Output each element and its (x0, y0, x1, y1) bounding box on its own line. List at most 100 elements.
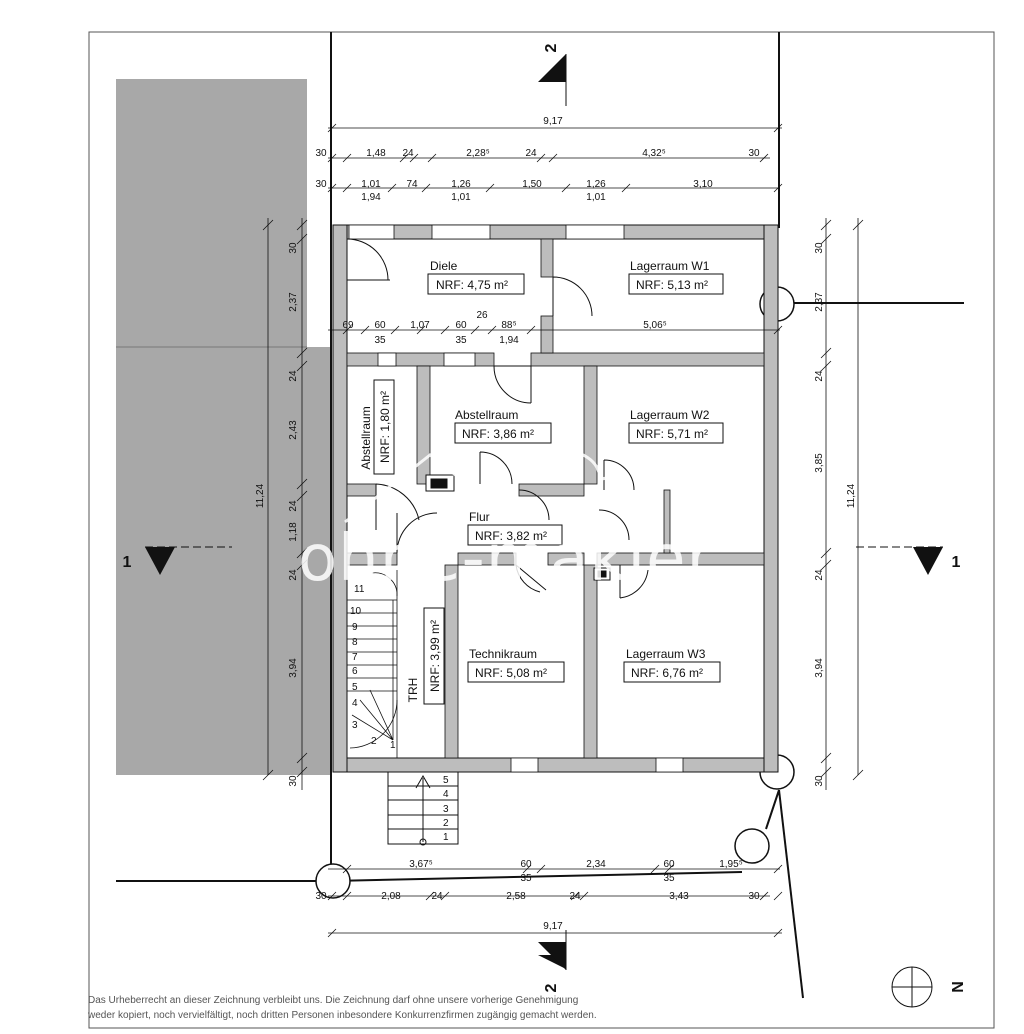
room-area-lager-w1: NRF: 5,13 m² (636, 278, 708, 292)
dim-top-r1-5: 4,32⁵ (642, 148, 666, 159)
dimension-tick (773, 325, 783, 335)
dim-top-r1-1: 1,48 (366, 148, 386, 159)
area-box-abstell (454, 422, 552, 444)
room-name-technik: Technikraum (469, 647, 537, 661)
inner-step-number: 6 (352, 666, 358, 677)
section-markers: 2 2 1 1 (123, 43, 961, 992)
dimension-tick (296, 490, 308, 502)
dimension-tick (296, 347, 308, 359)
dim-total-top: 9,17 (543, 116, 563, 127)
dim-top-r1-6: 30 (748, 148, 760, 159)
property-lines (116, 32, 964, 999)
room-labels: Diele NRF: 4,75 m² Lagerraum W1 NRF: 5,1… (359, 259, 724, 705)
inner-step-number: 2 (371, 736, 377, 747)
dimension-tick (773, 864, 783, 874)
dim-bot-r2-6: 30 (748, 891, 760, 902)
copyright-line-2: weder kopiert, noch vervielfältigt, noch… (88, 1010, 597, 1021)
dim-right-seg-6: 30 (814, 775, 825, 787)
room-area-lager-w2: NRF: 5,71 m² (636, 427, 708, 441)
dim-right: 11,24 30 2,37 24 3,85 24 3,94 30 (814, 242, 857, 787)
dimension-tick (296, 547, 308, 559)
outer-step-number: 1 (443, 832, 449, 843)
dimension-tick (820, 360, 832, 372)
inner-step-number: 7 (352, 652, 358, 663)
section-label-left: 1 (123, 554, 132, 571)
dimension-tick (820, 766, 832, 778)
dimension-tick (579, 891, 589, 901)
dimension-tick (773, 928, 783, 938)
dimension-tick (773, 123, 783, 133)
room-name-trh: TRH (406, 678, 420, 703)
section-arrow-right (913, 547, 943, 575)
dimension-tick (327, 153, 337, 163)
dim-top-r1-3: 2,28⁵ (466, 148, 490, 159)
dim-mid-sub-1: 35 (455, 335, 467, 346)
watermark-text: ohne-makler (298, 522, 714, 596)
dimension-tick (327, 928, 337, 938)
dimension-tick (522, 864, 532, 874)
dimension-tick (485, 183, 495, 193)
dim-mid-3: 60 (455, 320, 467, 331)
dim-bot-r1-1: 60 (520, 859, 532, 870)
doors (346, 238, 649, 599)
north-label: N (950, 981, 967, 993)
dimension-tick (262, 219, 274, 231)
dimension-tick (820, 233, 832, 245)
dim-bot-r2-1: 2,08 (381, 891, 401, 902)
dimension-tick (621, 183, 631, 193)
section-label-bottom: 2 (543, 983, 560, 992)
room-area-flur: NRF: 3,82 m² (475, 529, 547, 543)
dimension-tick (561, 183, 571, 193)
dimension-tick (773, 183, 783, 193)
dimension-tick (262, 769, 274, 781)
dim-top: 9,17 30 1,48 24 2,28⁵ 24 4,32⁵ 30 30 1,0… (315, 116, 760, 203)
inner-step-number: 5 (352, 682, 358, 693)
dim-right-seg-2: 24 (814, 370, 825, 382)
dimension-tick (852, 219, 864, 231)
room-area-abstell: NRF: 3,86 m² (462, 427, 534, 441)
dimension-tick (759, 891, 769, 901)
dim-right-seg-4: 24 (814, 569, 825, 581)
dimension-tick (440, 325, 450, 335)
inner-step-number: 10 (350, 606, 362, 617)
dimension-tick (852, 769, 864, 781)
inner-stair (346, 570, 398, 758)
shafts (425, 474, 611, 581)
section-label-right: 1 (952, 554, 961, 571)
dim-left: 11,24 30 2,37 24 2,43 24 1,18 24 3,94 30 (255, 242, 299, 787)
dim-bottom: 3,67⁵ 60 2,34 60 1,95⁵ 35 35 30 2,08 24 … (315, 859, 760, 932)
dimension-tick (820, 347, 832, 359)
dimension-tick (342, 153, 352, 163)
area-box-lager-w2 (628, 422, 724, 444)
dimension-tick (387, 183, 397, 193)
room-area-diele: NRF: 4,75 m² (436, 278, 508, 292)
dim-left-seg-5: 1,18 (288, 522, 299, 542)
copyright-line-1: Das Urheberrecht an dieser Zeichnung ver… (88, 995, 579, 1006)
inner-step-number: 11 (354, 584, 365, 595)
room-name-flur: Flur (469, 510, 490, 524)
dim-top-r1-4: 24 (525, 148, 537, 159)
dimension-tick (296, 233, 308, 245)
outer-step-number: 4 (443, 789, 449, 800)
dimension-tick (296, 478, 308, 490)
dim-mid-0: 69 (342, 320, 354, 331)
inner-step-number: 4 (352, 698, 358, 709)
dim-right-outer: 11,24 (846, 483, 857, 508)
outer-stair (387, 771, 459, 846)
dim-mid-2: 1,07 (410, 320, 430, 331)
dim-left-seg-7: 3,94 (288, 658, 299, 678)
dim-mid-sub-2: 1,94 (499, 335, 519, 346)
dim-left-seg-6: 24 (288, 569, 299, 581)
outer-walls (332, 224, 779, 773)
area-box-flur (467, 524, 563, 546)
dimension-tick (416, 325, 426, 335)
dim-top-r1-2: 24 (402, 148, 414, 159)
dim-top-r2-3: 1,26 (451, 179, 471, 190)
inner-step-number: 9 (352, 622, 358, 633)
dimension-tick (342, 183, 352, 193)
room-area-abstell-small: NRF: 1,80 m² (378, 391, 392, 463)
dimension-tick (425, 891, 435, 901)
dim-left-seg-8: 30 (288, 775, 299, 787)
dimension-tick (327, 891, 337, 901)
